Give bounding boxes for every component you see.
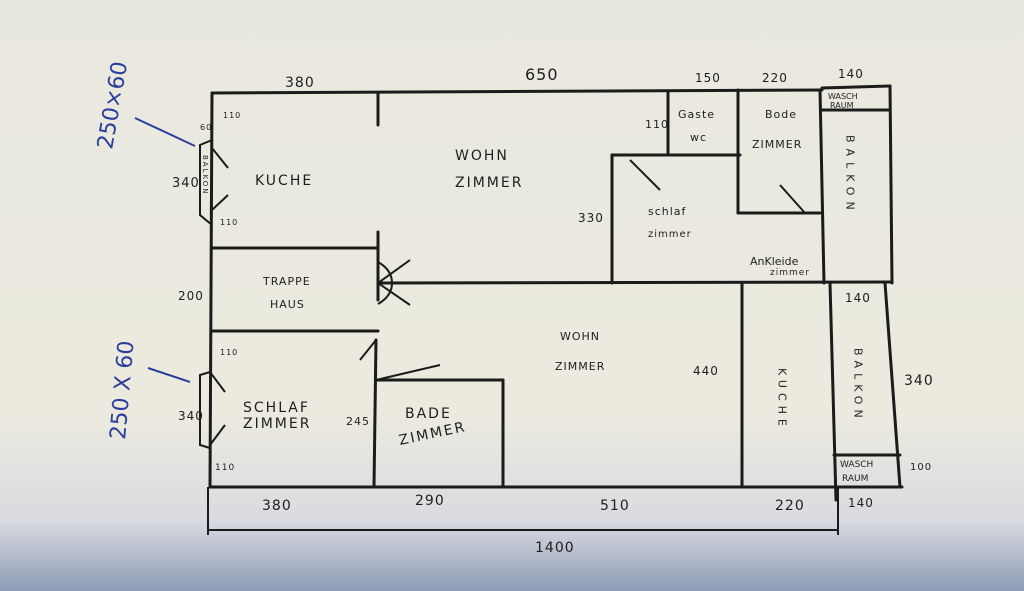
dim-mid-140: 140	[845, 291, 871, 305]
room-balkon-small: BALKON	[201, 155, 209, 195]
dim-top-140: 140	[838, 67, 864, 81]
room-kuche-lower: KUCHE	[776, 368, 789, 431]
room-wohnzimmer-lower-2: ZIMMER	[555, 360, 605, 373]
window-annotations: 250×60 250 X 60	[93, 60, 196, 441]
room-gaste-wc-2: wc	[690, 131, 707, 144]
room-schlaf-lower: SCHLAF	[243, 400, 310, 416]
room-balkon-lower: BALKON	[852, 348, 865, 423]
dim-bottom-220: 220	[775, 498, 805, 514]
window-size-upper: 250×60	[93, 60, 133, 151]
room-waschraum-upper-2: RAUM	[830, 101, 854, 110]
dim-wohn-440: 440	[693, 364, 719, 378]
dim-gaste-110: 110	[645, 118, 669, 131]
dim-bottom-140: 140	[848, 496, 874, 510]
dim-total-1400: 1400	[535, 540, 575, 556]
room-ankleide-2: zimmer	[770, 268, 810, 278]
dim-window-110d: 110	[215, 463, 235, 473]
dim-top-380: 380	[285, 75, 315, 91]
dimension-labels: 380 650 150 220 140 110 330 140 340 200 …	[172, 65, 934, 556]
room-waschraum-lower: WASCH	[840, 460, 873, 470]
dim-window-110b: 110	[220, 218, 238, 227]
room-bade-upper: Bode	[765, 108, 797, 121]
dim-left-340: 340	[172, 176, 200, 191]
dim-bottom-510: 510	[600, 498, 630, 514]
room-treppenhaus-2: HAUS	[270, 298, 305, 311]
room-schlaf-lower-2: ZIMMER	[243, 416, 311, 432]
dim-top-220: 220	[762, 71, 788, 85]
dim-top-650: 650	[525, 65, 559, 84]
room-wohnzimmer-upper-2: ZIMMER	[455, 175, 523, 191]
room-bade-lower-2: ZIMMER	[398, 419, 468, 449]
room-waschraum-lower-2: RAUM	[842, 474, 868, 484]
dim-schlaf-330: 330	[578, 211, 604, 225]
dim-top-150: 150	[695, 71, 721, 85]
room-ankleide: AnKleide	[750, 255, 799, 268]
dim-window-110a: 110	[223, 111, 241, 120]
room-bade-upper-2: ZIMMER	[752, 138, 802, 151]
dim-bottom-290: 290	[415, 493, 445, 509]
room-schlaf-upper: schlaf	[648, 205, 687, 218]
room-kuche-upper: KUCHE	[255, 173, 313, 189]
room-waschraum-upper: WASCH	[828, 92, 858, 101]
dim-left-340b: 340	[178, 409, 204, 423]
room-bade-lower: BADE	[405, 406, 452, 422]
dim-right-100: 100	[910, 462, 932, 473]
room-wohnzimmer-upper: WOHN	[455, 148, 509, 164]
dim-right-340: 340	[904, 373, 934, 389]
room-labels: KUCHE WOHN ZIMMER Gaste wc Bode ZIMMER W…	[201, 92, 873, 484]
room-schlaf-upper-2: zimmer	[648, 229, 692, 240]
dim-window-110c: 110	[220, 348, 238, 357]
room-wohnzimmer-lower: WOHN	[560, 330, 600, 343]
dim-window-60: 60	[200, 123, 212, 132]
window-size-lower: 250 X 60	[106, 340, 140, 441]
room-treppenhaus: TRAPPE	[262, 275, 311, 288]
dim-bottom-380: 380	[262, 498, 292, 514]
walls	[199, 84, 904, 535]
room-balkon-upper: BALKON	[844, 135, 857, 216]
dim-left-200: 200	[178, 289, 204, 303]
dim-bade-245: 245	[346, 415, 370, 428]
room-gaste-wc: Gaste	[678, 108, 715, 121]
